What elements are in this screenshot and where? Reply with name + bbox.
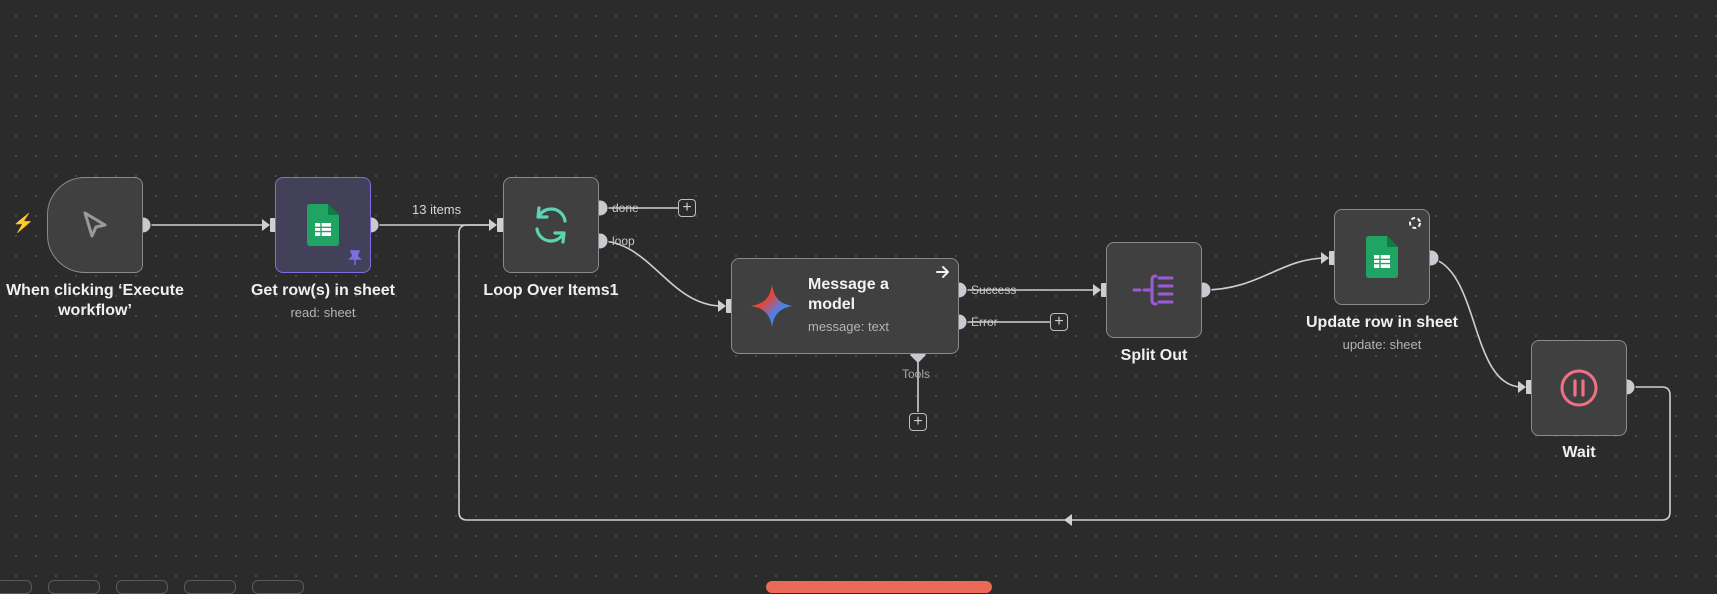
pin-icon[interactable] (348, 250, 362, 266)
model-success-label: Success (971, 283, 1017, 297)
refresh-dashed-icon[interactable] (1408, 216, 1422, 230)
add-node-after-error-button[interactable]: + (1050, 313, 1068, 331)
loop-input-port[interactable] (497, 218, 504, 232)
edge-update-row-to-wait[interactable] (1430, 257, 1523, 388)
canvas-zoom-in-button[interactable] (48, 580, 100, 594)
loop-back-arrow-icon (1064, 514, 1072, 526)
node-trigger-title: When clicking ‘Execute workflow’ (6, 282, 184, 319)
node-loop-over-items[interactable] (503, 177, 599, 273)
cursor-arrow-icon (83, 211, 107, 238)
canvas-reset-zoom-button[interactable] (184, 580, 236, 594)
edge-items-count-label: 13 items (412, 202, 462, 217)
canvas-zoom-out-button[interactable] (116, 580, 168, 594)
node-loop-title: Loop Over Items1 (483, 282, 619, 299)
node-update-row-title: Update row in sheet (1305, 314, 1459, 331)
execute-workflow-button[interactable] (766, 581, 992, 593)
node-message-model[interactable]: Message a model message: text (731, 258, 959, 354)
node-get-rows-title: Get row(s) in sheet (250, 282, 396, 299)
canvas-zoom-to-fit-button[interactable] (0, 580, 32, 594)
node-wait[interactable] (1531, 340, 1627, 436)
node-message-model-subtitle: message: text (808, 319, 889, 334)
gemini-sparkle-icon (751, 285, 793, 327)
add-node-after-done-button[interactable]: + (678, 199, 696, 217)
loop-done-label: done (612, 201, 639, 215)
node-update-row-subtitle: update: sheet (1342, 337, 1422, 352)
node-wait-title: Wait (1562, 444, 1596, 461)
split-out-icon (1132, 274, 1174, 306)
canvas-tidy-up-button[interactable] (252, 580, 304, 594)
node-get-rows-subtitle: read: sheet (290, 305, 356, 320)
add-tool-button[interactable]: + (909, 413, 927, 431)
google-sheets-icon (1366, 236, 1398, 278)
model-tools-label: Tools (902, 367, 931, 381)
node-message-model-title: Message a model (808, 276, 889, 313)
node-split-out[interactable] (1106, 242, 1202, 338)
node-split-out-title: Split Out (1120, 347, 1188, 364)
edge-wait-loop-back[interactable] (458, 224, 1671, 521)
edge-split-out-to-update-row[interactable] (1202, 257, 1328, 291)
node-get-rows[interactable] (275, 177, 371, 273)
model-error-label: Error (971, 315, 998, 329)
loop-loop-label: loop (612, 234, 635, 248)
edge-loop-to-message-model[interactable] (599, 240, 723, 307)
trigger-bolt-icon: ⚡ (12, 213, 35, 233)
loop-icon (535, 206, 567, 244)
node-trigger[interactable] (47, 177, 143, 273)
google-sheets-icon (307, 204, 339, 246)
arrow-right-icon[interactable] (936, 265, 950, 279)
pause-circle-icon (1560, 369, 1598, 407)
node-update-row[interactable] (1334, 209, 1430, 305)
